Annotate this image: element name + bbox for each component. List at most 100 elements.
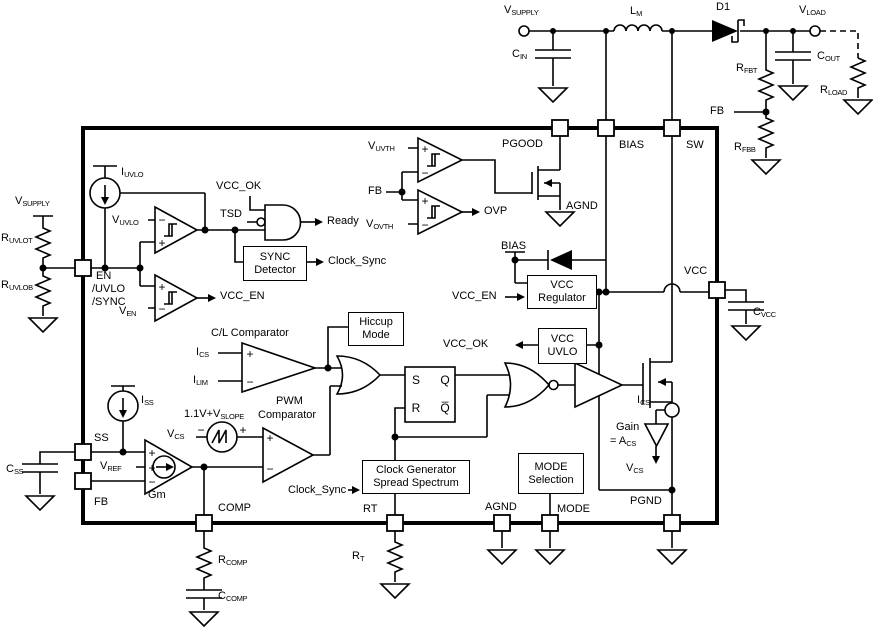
- pin-bias: [597, 119, 615, 137]
- inductor-icon: [613, 24, 663, 32]
- label-vcc-pin: VCC: [684, 265, 708, 277]
- label-sync: /SYNC: [92, 296, 126, 308]
- slope-ramp-source-icon: [206, 421, 238, 453]
- en-comparator-icon: [154, 273, 199, 323]
- pwm-comparator-icon: [262, 426, 315, 484]
- pin-vcc: [708, 281, 726, 299]
- svg-text:−: −: [158, 213, 165, 227]
- label-vsupply-left: VSUPPLY: [15, 195, 50, 208]
- label-vcc-en-left: VCC_EN: [220, 290, 265, 302]
- pin-pgnd: [663, 514, 681, 532]
- rt-network: [379, 531, 411, 600]
- sense-amp-icon: [643, 423, 670, 448]
- label-vcc-ok-right: VCC_OK: [443, 338, 489, 350]
- label-ccomp: CCOMP: [218, 590, 248, 603]
- label-vovth: VOVTH: [366, 218, 393, 231]
- box-line: Spread Spectrum: [373, 477, 459, 489]
- pin-pgood: [551, 119, 569, 137]
- label-vcc-en-right: VCC_EN: [452, 290, 497, 302]
- label-sw: SW: [686, 139, 704, 151]
- label-pgood: PGOOD: [502, 138, 543, 150]
- label-gain: Gain: [616, 421, 640, 433]
- box-line: Selection: [528, 473, 574, 486]
- box-line: VCC: [550, 279, 574, 291]
- label-pwm: PWM: [276, 395, 303, 407]
- svg-text:−: −: [158, 302, 165, 316]
- svg-text:+: +: [246, 347, 253, 361]
- label-mode-pin: MODE: [557, 503, 590, 515]
- pin-agnd: [493, 514, 511, 532]
- label-acs: = ACS: [610, 435, 637, 448]
- vcc-regulator-block: [505, 136, 709, 374]
- diode-d1-icon: [712, 20, 738, 42]
- ground-icon: [379, 583, 411, 600]
- vcc-regulator-box: VCC Regulator: [527, 275, 597, 309]
- label-cout: COUT: [817, 50, 840, 63]
- feedback-divider: [734, 31, 782, 176]
- nor-gate-icon: [503, 362, 551, 408]
- label-clock-sync-bot: Clock_Sync: [288, 484, 347, 496]
- label-ven: VEN: [119, 305, 137, 318]
- svg-text:−: −: [421, 218, 428, 232]
- svg-text:−: −: [266, 462, 273, 476]
- label-slope: 1.1V+VSLOPE: [184, 408, 244, 421]
- label-iss: ISS: [141, 394, 154, 407]
- uv-comparator-icon: [417, 136, 464, 184]
- cvcc-capacitor: [725, 289, 764, 342]
- label-agnd-top: AGND: [566, 200, 598, 212]
- label-d1: D1: [716, 1, 731, 13]
- box-line: Detector: [254, 263, 296, 276]
- agnd-ground: [486, 531, 518, 566]
- label-ruvlot: RUVLOT: [1, 232, 33, 245]
- svg-text:R: R: [412, 401, 421, 415]
- mode-selection-box: MODE Selection: [518, 453, 584, 494]
- label-clock-sync-top: Clock_Sync: [328, 255, 387, 267]
- label-fb-pin: FB: [94, 496, 109, 508]
- label-css: CSS: [6, 463, 24, 476]
- label-vload: VLOAD: [799, 4, 826, 17]
- inverter-bubble-icon: [548, 379, 559, 391]
- box-line: Clock Generator: [375, 464, 457, 476]
- box-line: Hiccup: [359, 316, 393, 328]
- ground-icon: [537, 87, 569, 104]
- label-vsupply: VSUPPLY: [504, 4, 539, 17]
- hysteresis-icon: [427, 153, 440, 167]
- label-pgnd: PGND: [630, 495, 662, 507]
- label-rfbb: RFBB: [734, 141, 756, 154]
- label-vref: VREF: [100, 460, 122, 473]
- label-fb-ext: FB: [710, 105, 725, 117]
- sawtooth-icon: [211, 429, 227, 444]
- ready-logic: [234, 196, 324, 266]
- svg-text:+: +: [239, 423, 246, 437]
- rload-resistor: [842, 57, 873, 116]
- label-vcs-left: VCS: [167, 428, 185, 441]
- pgood-block: [386, 136, 576, 236]
- label-ilim: ILIM: [193, 374, 208, 387]
- label-ss: SS: [94, 432, 109, 444]
- ground-icon: [188, 611, 220, 628]
- cin-capacitor: [535, 31, 571, 104]
- vload-terminal-icon: [809, 25, 821, 37]
- ground-icon: [730, 325, 762, 342]
- ground-icon: [750, 159, 782, 176]
- label-cl-comparator: C/L Comparator: [211, 327, 289, 339]
- ground-icon: [534, 549, 566, 566]
- iss-current-source-icon: [107, 390, 139, 422]
- error-amp-block: [91, 385, 315, 515]
- cout-capacitor: [775, 31, 811, 102]
- label-iuvlo: IUVLO: [121, 166, 144, 179]
- label-en: EN: [96, 270, 112, 282]
- or-gate-icon: [335, 355, 382, 395]
- label-rfbt: RFBT: [736, 62, 758, 75]
- pin-ss: [74, 443, 92, 461]
- pgnd-ground: [656, 531, 688, 566]
- ground-icon: [544, 211, 576, 228]
- hysteresis-icon: [164, 291, 177, 305]
- label-comp: COMP: [218, 502, 251, 514]
- en-uvlo-block: [89, 165, 265, 323]
- hiccup-mode-box: Hiccup Mode: [348, 312, 404, 346]
- sr-latch-icon: [404, 366, 456, 423]
- label-vcs-right: VCS: [626, 462, 644, 475]
